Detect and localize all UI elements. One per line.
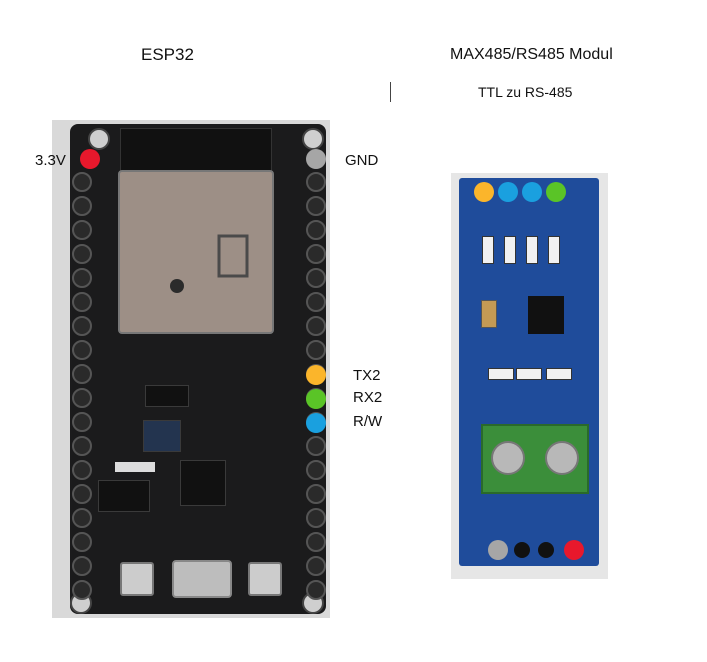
rs485-subtitle: TTL zu RS-485 xyxy=(478,84,573,100)
red-dot-3v3 xyxy=(80,149,100,169)
mounting-hole xyxy=(88,128,110,150)
resistor-r3 xyxy=(504,236,516,264)
terminal-screw-b xyxy=(545,441,579,475)
esp32-right-pin-header xyxy=(306,172,326,600)
orange-dot-tx2 xyxy=(306,365,326,385)
boot-button xyxy=(248,562,282,596)
label-3v3: 3.3V xyxy=(35,152,66,169)
smd-pad xyxy=(115,462,155,472)
text-cursor xyxy=(390,82,391,102)
pin-b xyxy=(514,542,530,558)
max485-chip xyxy=(528,296,564,334)
resistor-r2 xyxy=(526,236,538,264)
label-rx2: RX2 xyxy=(353,389,383,406)
green-dot-rx2 xyxy=(306,389,326,409)
terminal-screw-a xyxy=(491,441,525,475)
orange-dot-di xyxy=(474,182,494,202)
capacitor-c1 xyxy=(481,300,497,328)
blue-dot-re xyxy=(522,182,542,202)
rs485-title: MAX485/RS485 Modul xyxy=(450,46,613,63)
capacitor-10uf xyxy=(143,420,181,452)
blue-dot-rw xyxy=(306,413,326,433)
esp32-module-marking xyxy=(125,176,263,322)
resistor-r4 xyxy=(482,236,494,264)
pin-a xyxy=(538,542,554,558)
resistor-r7 xyxy=(488,368,514,380)
capacitor-c2 xyxy=(546,368,572,380)
gray-dot-gnd xyxy=(306,149,326,169)
resistor-r1 xyxy=(548,236,560,264)
rst-button xyxy=(120,562,154,596)
label-tx2: TX2 xyxy=(353,367,381,384)
resistor-r6 xyxy=(516,368,542,380)
esp32-antenna xyxy=(120,128,272,174)
blue-dot-de xyxy=(498,182,518,202)
micro-usb-port xyxy=(172,560,232,598)
red-dot-vcc-rs485 xyxy=(564,540,584,560)
gray-dot-gnd-rs485 xyxy=(488,540,508,560)
green-dot-ro xyxy=(546,182,566,202)
rs485-bottom-pins xyxy=(488,540,588,562)
esp32-left-pin-header xyxy=(72,172,92,600)
usb-serial-chip xyxy=(180,460,226,506)
capacitor-c106 xyxy=(145,385,189,407)
voltage-regulator xyxy=(98,480,150,512)
label-rw: R/W xyxy=(353,413,383,430)
esp32-title: ESP32 xyxy=(141,45,194,64)
rs485-header-pins xyxy=(474,182,568,202)
mounting-hole xyxy=(302,128,324,150)
label-gnd: GND xyxy=(345,152,379,169)
